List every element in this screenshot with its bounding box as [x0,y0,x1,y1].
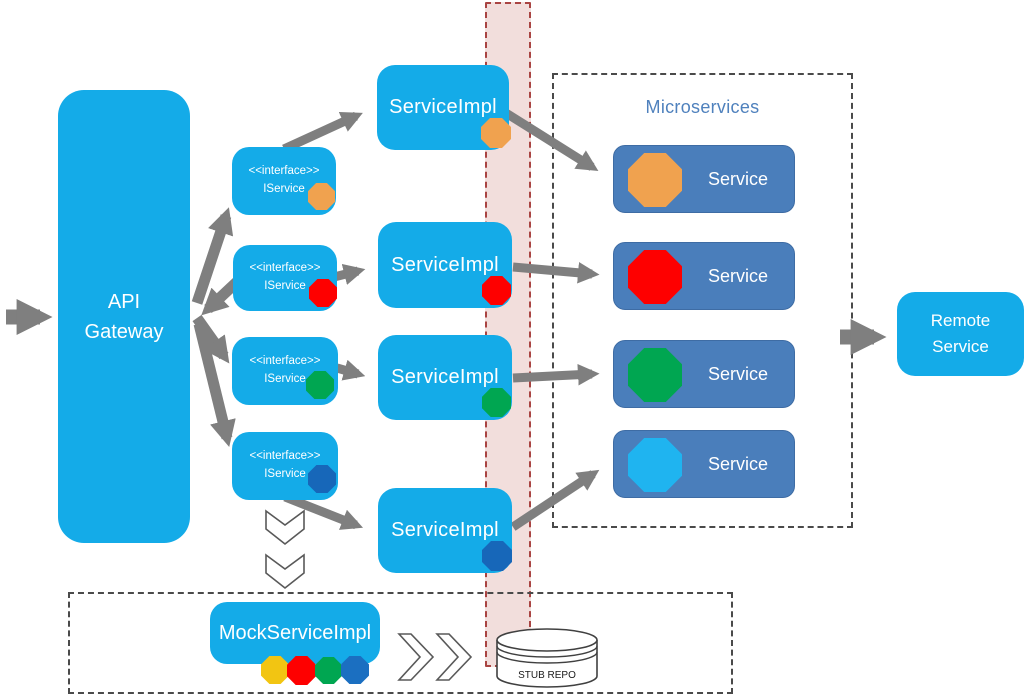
service-label: Service [707,265,769,286]
service-box-2: Service [613,242,795,310]
interface-badge-blue [308,465,336,493]
service-label: Service [707,363,769,384]
service-label: Service [707,168,769,189]
remote-service-label-line1: Remote [930,310,991,330]
interface-name: IService [264,373,306,385]
interface-stereotype: <<interface>> [248,165,320,178]
interface-box-1: <<interface>> IService [232,147,336,215]
chevron-right-icon-2 [435,633,473,681]
service-badge-cyan [628,438,682,492]
service-badge-green [628,348,682,402]
arrow-serviceimpl3-to-service3 [512,363,600,386]
chevron-down-icon-1 [265,509,305,546]
chevron-down-icon-2 [265,553,305,590]
service-badge-red [628,250,682,304]
stub-repo-database: STUB REPO [496,628,598,688]
serviceimpl-badge-blue [482,541,512,571]
arrow-iface2-to-serviceimpl2 [332,263,366,285]
interface-stereotype: <<interface>> [249,262,321,275]
serviceimpl-box-1: ServiceImpl [377,65,511,150]
interface-box-3: <<interface>> IService [232,337,338,405]
service-box-1: Service [613,145,795,213]
interface-stereotype: <<interface>> [249,355,321,368]
remote-service-box: Remote Service [897,292,1024,376]
arrow-iface3-to-serviceimpl3 [335,359,366,381]
mock-serviceimpl-box: MockServiceImpl [210,602,380,685]
mock-badge-blue [341,656,369,684]
serviceimpl-badge-orange [481,118,511,148]
arrow-iface4-to-serviceimpl4 [283,492,364,530]
microservices-region: Microservices [552,73,853,528]
mock-region [68,592,733,694]
interface-badge-orange [308,183,335,210]
serviceimpl-label: ServiceImpl [391,366,499,388]
serviceimpl-box-3: ServiceImpl [378,335,512,420]
interface-badge-red [309,279,337,307]
interface-name: IService [264,280,306,292]
mock-badge-red [287,656,316,685]
serviceimpl-badge-red [482,276,511,305]
mock-badge-yellow [261,656,289,684]
arrow-gateway-to-iface1 [191,207,234,305]
stub-repo-label: STUB REPO [518,670,576,681]
serviceimpl-label: ServiceImpl [389,96,497,118]
serviceimpl-label: ServiceImpl [391,253,499,276]
service-box-3: Service [613,340,795,408]
api-gateway-label-line1: API [107,290,141,313]
mock-badge-green [315,657,342,684]
serviceimpl-label: ServiceImpl [391,519,499,541]
service-label: Service [707,453,769,474]
serviceimpl-badge-green [482,388,511,417]
api-gateway-box: API Gateway [58,90,190,543]
service-box-4: Service [613,430,795,498]
arrow-serviceimpl4-to-service4 [510,469,600,531]
remote-service-label-line2: Service [932,337,989,356]
interface-name: IService [263,183,305,195]
interface-stereotype: <<interface>> [249,450,321,463]
arrow-iface1-to-serviceimpl1 [282,111,363,154]
serviceimpl-box-2: ServiceImpl [378,222,512,308]
interface-box-4: <<interface>> IService [232,432,338,500]
interface-badge-green [306,371,334,399]
arrow-gateway-to-iface4 [193,322,236,447]
interface-box-2: <<interface>> IService [233,245,337,311]
mock-serviceimpl-label: MockServiceImpl [218,621,372,644]
service-badge-orange [628,153,682,207]
arrow-serviceimpl1-to-service1 [503,109,599,172]
microservices-title: Microservices [645,97,760,117]
arrow-serviceimpl2-to-service2 [512,262,600,284]
serviceimpl-box-4: ServiceImpl [378,488,512,573]
chevron-right-icon-1 [397,633,435,681]
interface-name: IService [264,468,306,480]
api-gateway-label-line2: Gateway [84,320,164,343]
